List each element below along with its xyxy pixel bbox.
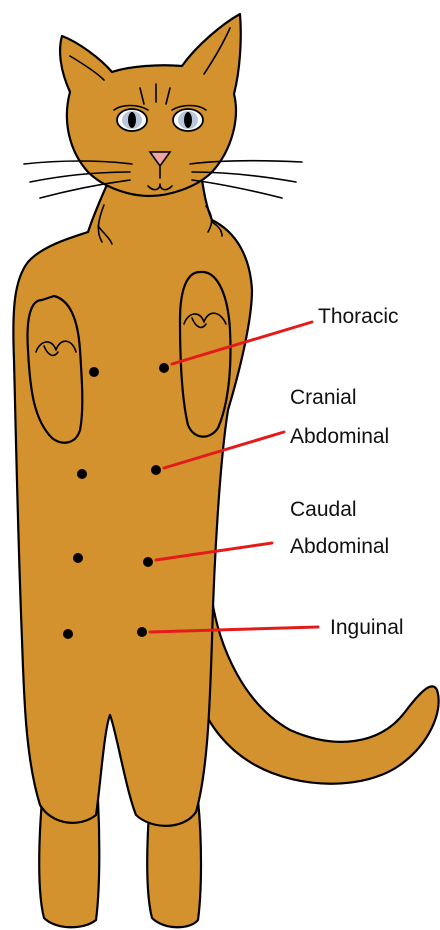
label-cranial: Cranial xyxy=(290,386,357,409)
label-thoracic: Thoracic xyxy=(318,305,399,328)
label-caudal: Caudal xyxy=(290,498,357,521)
gland-thoracic-left xyxy=(89,367,99,377)
cat-head xyxy=(60,14,241,196)
label-inguinal: Inguinal xyxy=(330,616,404,639)
gland-thoracic-right xyxy=(159,363,169,373)
label-caudal-abdominal: Abdominal xyxy=(290,535,389,558)
gland-caudal-abdominal-right xyxy=(143,557,153,567)
gland-caudal-abdominal-left xyxy=(73,553,83,563)
gland-inguinal-left xyxy=(63,629,73,639)
gland-inguinal-right xyxy=(137,627,147,637)
gland-cranial-abdominal-left xyxy=(77,469,87,479)
gland-cranial-abdominal-right xyxy=(151,465,161,475)
label-cranial-abdominal: Abdominal xyxy=(290,425,389,448)
